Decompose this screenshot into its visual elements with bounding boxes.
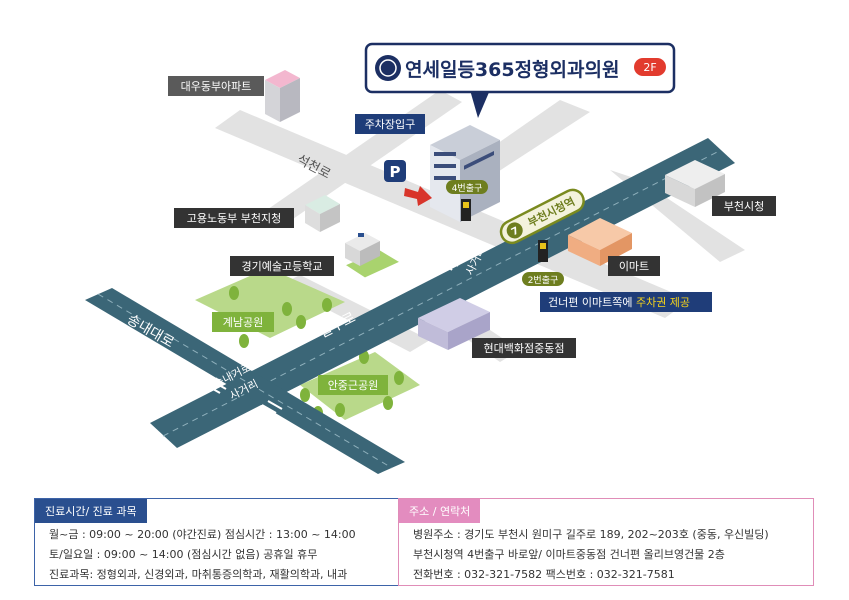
svg-text:대우동부아파트: 대우동부아파트: [181, 80, 252, 93]
svg-text:2번출구: 2번출구: [528, 275, 559, 286]
city-hall-building: [665, 160, 725, 207]
hours-box: 진료시간/ 진료 과목 월~금 : 09:00 ~ 20:00 (야간진료) 점…: [34, 498, 412, 586]
labor-office-building: [305, 195, 340, 232]
svg-text:P: P: [390, 163, 401, 181]
hours-title: 진료시간/ 진료 과목: [35, 499, 147, 523]
exit4-marker: [461, 199, 471, 221]
contact-line: 병원주소 : 경기도 부천시 원미구 길주로 189, 202~203호 (중동…: [413, 528, 769, 541]
hours-line: 토/일요일 : 09:00 ~ 14:00 (점심시간 없음) 공휴일 휴무: [49, 548, 318, 561]
main-roads: [85, 138, 735, 474]
contact-title: 주소 / 연락처: [399, 499, 481, 523]
label-exit4: 4번출구: [446, 180, 488, 194]
contact-line: 전화번호 : 032-321-7582 팩스번호 : 032-321-7581: [413, 568, 675, 581]
hours-line: 월~금 : 09:00 ~ 20:00 (야간진료) 점심시간 : 13:00 …: [49, 528, 356, 541]
art-school-building: [345, 233, 380, 266]
hours-lines: 월~금 : 09:00 ~ 20:00 (야간진료) 점심시간 : 13:00 …: [49, 525, 356, 585]
svg-text:고용노동부 부천지청: 고용노동부 부천지청: [187, 211, 282, 225]
yonsei-logo-icon: [375, 55, 401, 81]
svg-text:경기예술고등학교: 경기예술고등학교: [242, 260, 323, 273]
exit2-marker: [538, 240, 548, 262]
location-map: 연세일등365정형외과의원 2F 대우동부아파트 주차장입구 P 4번출구 석천…: [85, 42, 776, 474]
gyenam-park-area: [195, 268, 345, 338]
svg-text:현대백화점중동점: 현대백화점중동점: [484, 342, 565, 355]
svg-text:건너편 이마트쪽에 주차권 제공: 건너편 이마트쪽에 주차권 제공: [548, 296, 690, 309]
parking-sign-icon: P: [384, 160, 406, 182]
hours-line: 진료과목: 정형외과, 신경외과, 마취통증의학과, 재활의학과, 내과: [49, 568, 348, 581]
svg-text:계남공원: 계남공원: [223, 316, 263, 329]
parking-arrow-icon: [404, 186, 432, 206]
clinic-callout: 연세일등365정형외과의원 2F: [364, 42, 676, 118]
contact-box: 주소 / 연락처 병원주소 : 경기도 부천시 원미구 길주로 189, 202…: [398, 498, 814, 586]
clinic-floor: 2F: [643, 61, 656, 74]
clinic-name: 연세일등365정형외과의원: [405, 59, 619, 81]
label-labor-office: 고용노동부 부천지청: [174, 208, 294, 228]
svg-text:4번출구: 4번출구: [452, 183, 483, 194]
hyundai-building: [418, 298, 490, 350]
daewoo-apt-building: [265, 70, 300, 122]
label-art-high: 경기예술고등학교: [230, 256, 334, 276]
label-hyundai: 현대백화점중동점: [472, 338, 576, 358]
label-emart: 이마트: [608, 256, 660, 276]
contact-line: 부천시청역 4번출구 바로앞/ 이마트중동점 건너편 올리브영건물 2층: [413, 548, 725, 561]
label-emart-parking: 건너편 이마트쪽에 주차권 제공: [540, 292, 712, 312]
label-gyenam-park: 계남공원: [212, 312, 274, 332]
svg-text:부천시청: 부천시청: [724, 199, 764, 213]
svg-text:주차장입구: 주차장입구: [365, 118, 416, 131]
contact-lines: 병원주소 : 경기도 부천시 원미구 길주로 189, 202~203호 (중동…: [413, 525, 769, 585]
label-parking-entrance: 주차장입구: [355, 114, 425, 134]
svg-text:안중근공원: 안중근공원: [328, 379, 379, 392]
svg-text:7: 7: [510, 225, 521, 238]
label-anjunggeun-park: 안중근공원: [318, 375, 388, 395]
label-daewoo-apt: 대우동부아파트: [168, 76, 264, 96]
label-exit2: 2번출구: [522, 272, 564, 286]
svg-text:이마트: 이마트: [619, 260, 649, 273]
label-city-hall: 부천시청: [712, 196, 776, 216]
